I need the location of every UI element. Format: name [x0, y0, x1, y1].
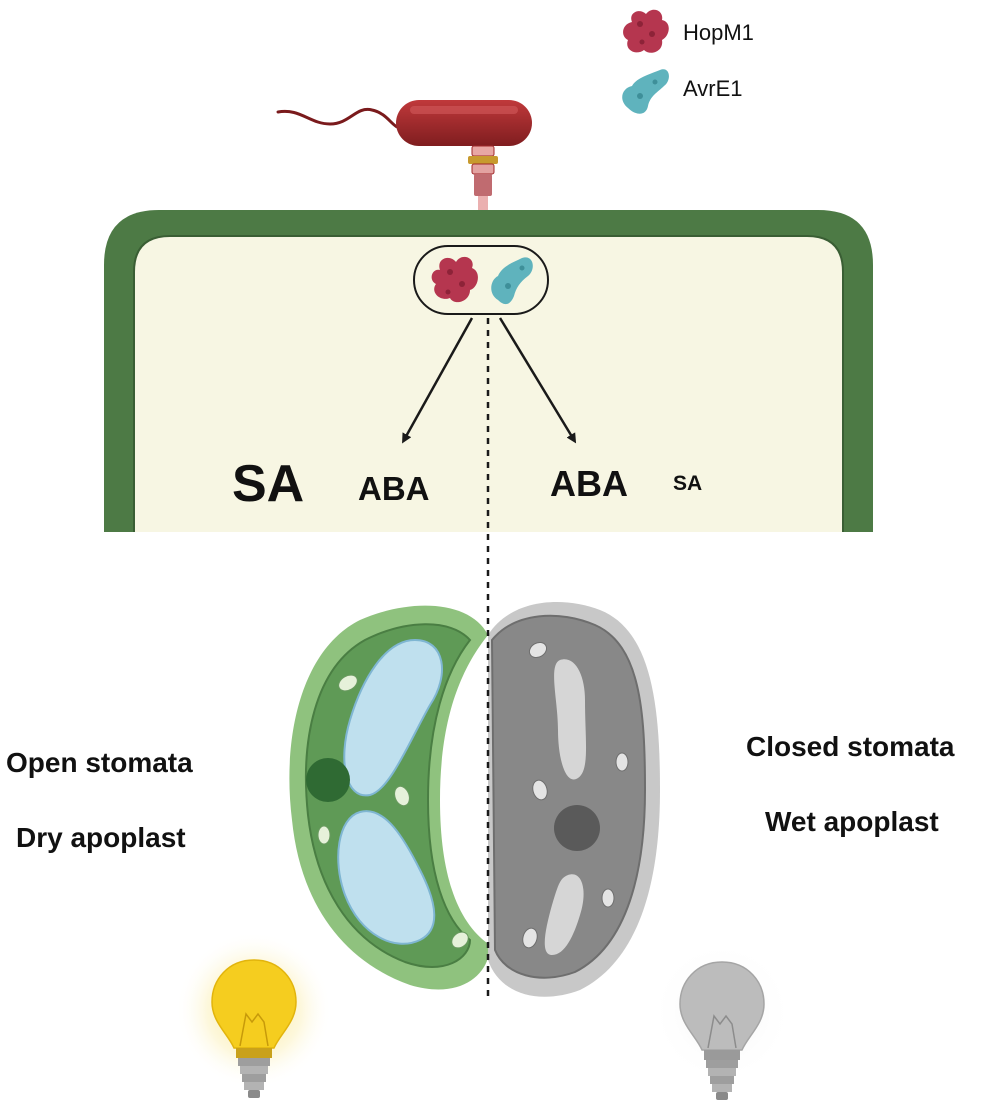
left-hormone-small: ABA — [358, 470, 430, 507]
vacuole-upper — [343, 638, 443, 797]
vacuole-closed-upper — [554, 659, 587, 780]
right-hormone-large: ABA — [550, 463, 628, 504]
right-hormone-small: SA — [673, 472, 703, 495]
legend-avre1-icon — [622, 69, 669, 114]
light-bulb-on-icon — [176, 932, 332, 1098]
flagellum — [276, 107, 406, 130]
legend-label-avre1: AvrE1 — [683, 76, 743, 101]
legend-hopm1-icon — [623, 9, 669, 53]
legend-label-hopm1: HopM1 — [683, 20, 754, 45]
wet-apoplast-label: Wet apoplast — [765, 806, 939, 837]
arrow-left — [402, 317, 474, 444]
avre1-icon — [491, 257, 533, 305]
nucleus — [306, 758, 350, 802]
open-stomata-label: Open stomata — [6, 747, 193, 778]
left-hormone-large: SA — [232, 455, 305, 513]
nucleus-closed — [554, 805, 600, 851]
guard-cell-closed — [488, 602, 660, 997]
vacuole-lower — [337, 810, 436, 945]
light-bulb-off-icon — [650, 940, 794, 1100]
arrow-right — [498, 317, 577, 444]
hopm1-icon — [431, 256, 478, 303]
closed-stomata-label: Closed stomata — [746, 731, 955, 762]
vacuole-closed-lower — [544, 874, 584, 955]
dry-apoplast-label: Dry apoplast — [16, 822, 186, 853]
guard-cell-open — [289, 605, 488, 990]
